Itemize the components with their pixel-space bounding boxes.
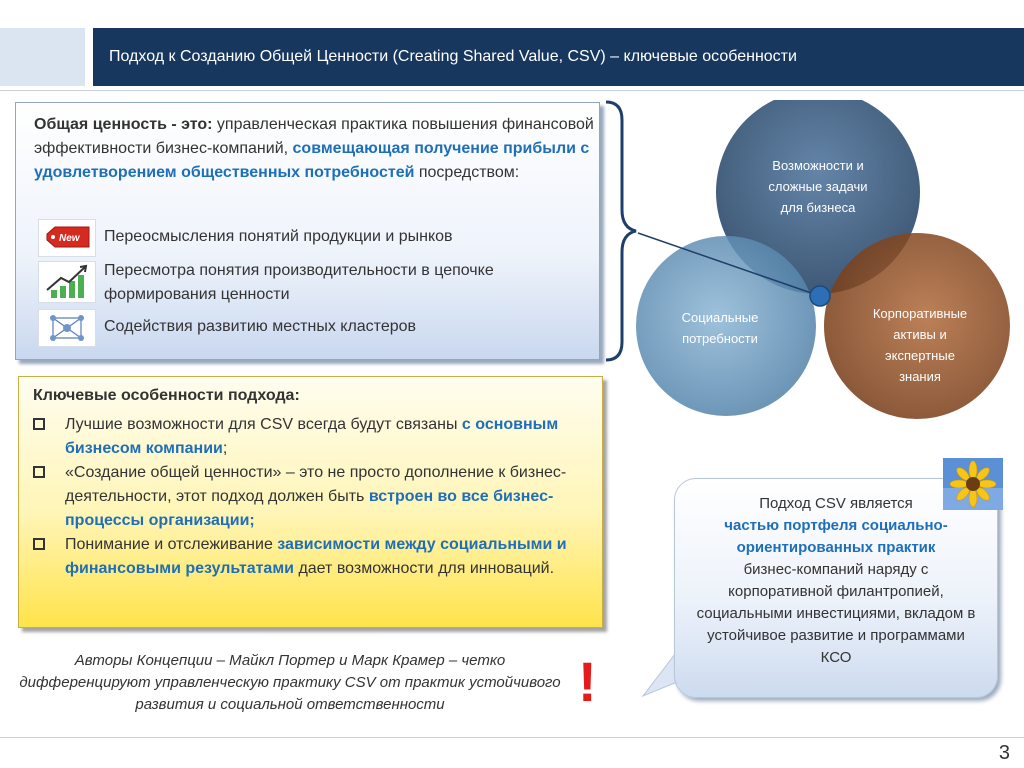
venn-circle-business	[716, 100, 920, 294]
feature-highlight: встроен во все бизнес-процессы организац…	[65, 488, 554, 529]
definition-box: Общая ценность - это: управленческая пра…	[15, 102, 600, 360]
definition-highlight: совмещающая получение прибыли с удовлетв…	[34, 140, 590, 181]
checkbox-bullet-icon	[33, 466, 45, 478]
key-features-title: Ключевые особенности подхода:	[33, 387, 300, 404]
venn-circle-corporate	[824, 233, 1010, 419]
venn-label-business-1: Возможности и	[772, 158, 863, 173]
feature-text-end: ;	[222, 440, 228, 457]
key-features-list: Лучшие возможности для CSV всегда будут …	[29, 413, 599, 581]
callout-rest: бизнес-компаний наряду с корпоративной ф…	[696, 561, 976, 666]
sunflower-image	[943, 458, 1003, 510]
definition-lead-text: управленческая практика повышения финанс…	[34, 116, 594, 157]
checkbox-bullet-icon	[33, 538, 45, 550]
venn-label-social-2: потребности	[682, 331, 758, 346]
exclamation-icon: !	[578, 650, 597, 713]
header-divider	[0, 90, 1024, 91]
definition-text: Общая ценность - это: управленческая пра…	[34, 113, 594, 185]
venn-label-business-3: для бизнеса	[781, 200, 856, 215]
key-feature-item: «Создание общей ценности» – это не прост…	[29, 461, 599, 533]
connector-line	[637, 232, 821, 297]
feature-text: Понимание и отслеживание	[65, 536, 278, 553]
venn-label-corporate-1: Корпоративные	[873, 306, 967, 321]
page-title: Подход к Созданию Общей Ценности (Creati…	[93, 28, 1024, 86]
venn-label-business-2: сложные задачи	[768, 179, 867, 194]
definition-item-label: Переосмысления понятий продукции и рынко…	[104, 228, 453, 245]
callout-line-1: Подход CSV является	[759, 495, 913, 512]
new-tag-icon: New	[38, 219, 96, 257]
key-features-box: Ключевые особенности подхода: Лучшие воз…	[18, 376, 603, 628]
venn-circle-social	[636, 236, 816, 416]
intersection-marker	[809, 285, 831, 307]
feature-text: «Создание общей ценности» – это не прост…	[65, 464, 567, 505]
feature-text: Лучшие возможности для CSV всегда будут …	[65, 416, 462, 433]
venn-label-corporate-2: активы и	[893, 327, 946, 342]
authors-note: Авторы Концепции – Майкл Портер и Марк К…	[19, 652, 561, 713]
svg-text:New: New	[59, 233, 81, 244]
feature-highlight: с основным бизнесом компании	[65, 416, 559, 457]
definition-item-label: Содействия развитию местных кластеров	[104, 318, 417, 335]
definition-tail: посредством:	[414, 164, 520, 181]
csv-callout-bubble: Подход CSV является частью портфеля соци…	[674, 478, 998, 698]
venn-label-corporate-3: экспертные	[885, 348, 955, 363]
venn-label-corporate-4: знания	[899, 369, 941, 384]
header-accent-block	[0, 28, 85, 86]
footer-divider	[0, 737, 1024, 738]
definition-item-label: Пересмотра понятия производительности в …	[104, 262, 494, 303]
feature-highlight: зависимости между социальными и финансов…	[65, 536, 567, 577]
brace-connector	[605, 100, 637, 362]
feature-text-end: дает возможности для инноваций.	[294, 560, 555, 577]
definition-lead: Общая ценность - это:	[34, 116, 213, 133]
venn-diagram: Возможности и сложные задачи для бизнеса…	[636, 100, 1010, 419]
key-feature-item: Лучшие возможности для CSV всегда будут …	[29, 413, 599, 461]
checkbox-bullet-icon	[33, 418, 45, 430]
growth-chart-icon	[38, 261, 96, 303]
network-cluster-icon	[38, 309, 96, 347]
callout-highlight: частью портфеля социально-ориентированны…	[724, 517, 948, 556]
page-number: 3	[998, 742, 1010, 764]
venn-label-social-1: Социальные	[682, 310, 759, 325]
key-feature-item: Понимание и отслеживание зависимости меж…	[29, 533, 599, 581]
